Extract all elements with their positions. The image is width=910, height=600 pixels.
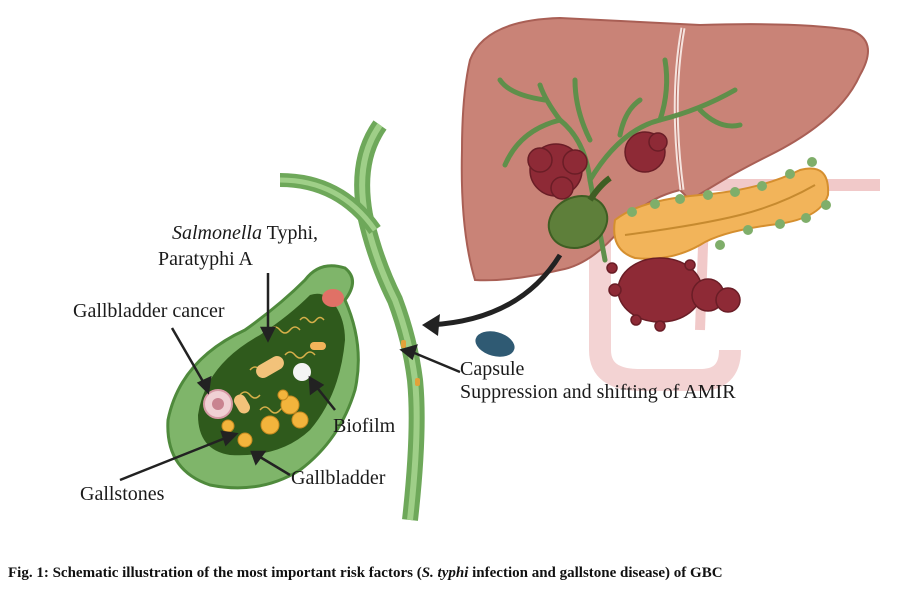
bile-duct [279, 120, 425, 521]
duct-particles [401, 340, 420, 386]
label-paratyphi: Paratyphi A [158, 248, 253, 270]
pancreas [613, 157, 831, 260]
arrowhead [422, 314, 440, 336]
label-biofilm: Biofilm [333, 415, 396, 437]
label-capsule: Capsule [460, 358, 525, 380]
label-gallbladder: Gallbladder [291, 467, 386, 489]
label-pointers [119, 273, 461, 482]
capsule-icon [475, 331, 515, 357]
label-salmonella-italic: Salmonella [172, 222, 262, 244]
label-gallstones: Gallstones [80, 483, 165, 505]
liver-duct-tree [497, 57, 743, 263]
label-salmonella-typhi: Salmonella Typhi, [172, 222, 318, 244]
gallbladder-large [166, 264, 360, 490]
label-gallbladder-cancer: Gallbladder cancer [73, 300, 225, 322]
small-gallbladder [547, 175, 612, 249]
pancreatic-tumor [606, 257, 741, 332]
label-amir: Suppression and shifting of AMIR [460, 381, 736, 403]
label-typhi: Typhi, [262, 222, 319, 244]
callout-arrow [429, 253, 563, 328]
caption-italic: S. typhi [421, 565, 469, 581]
liver-tumors [527, 131, 668, 200]
caption-suffix: infection and gallstone disease) of GBC [468, 565, 723, 581]
figure-caption: Fig. 1: Schematic illustration of the mo… [8, 565, 723, 582]
caption-prefix: Fig. 1: Schematic illustration of the mo… [8, 565, 422, 581]
illustration [119, 16, 880, 521]
